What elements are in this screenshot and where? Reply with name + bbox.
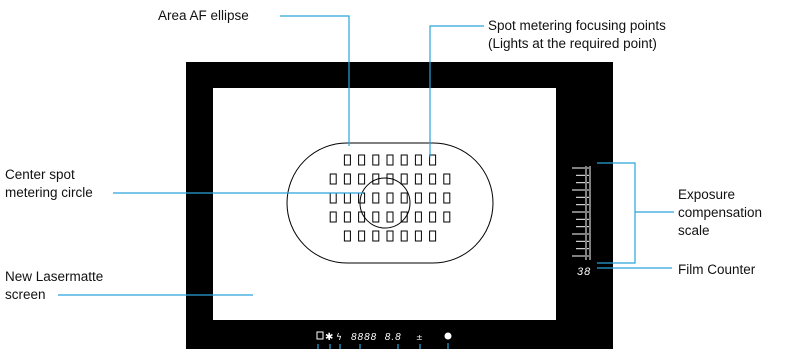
focus-point: [358, 173, 366, 185]
bottom-readout: ✱ ϟ 8888 8.8 ±: [316, 331, 452, 349]
focus-point: [443, 192, 451, 204]
focus-point: [429, 154, 437, 166]
spot-focus-label-line1: Spot metering focusing points: [488, 18, 666, 33]
exposure-plus-minus-icon: ±: [416, 333, 423, 342]
exposure-scale-label: Exposure compensation scale: [678, 186, 762, 240]
leader-lines: [58, 15, 674, 296]
center-spot-label: Center spot metering circle: [5, 166, 93, 202]
focus-point: [400, 192, 408, 204]
focus-point: [329, 173, 337, 185]
lasermatte-screen: [213, 88, 556, 320]
spot-focus-label: Spot metering focusing points (Lights at…: [488, 17, 666, 53]
focus-point: [429, 230, 437, 242]
focus-point: [400, 211, 408, 223]
focus-point: [343, 173, 351, 185]
focus-point: [386, 230, 394, 242]
focus-confirm-dot: [444, 332, 452, 340]
focus-point: [372, 192, 380, 204]
focus-point: [414, 192, 422, 204]
focus-point: [400, 173, 408, 185]
focus-point: [386, 211, 394, 223]
focus-point: [386, 154, 394, 166]
lasermatte-label-line2: screen: [5, 287, 46, 302]
focus-point-grid: [329, 154, 451, 242]
focus-point: [429, 192, 437, 204]
focus-point: [343, 230, 351, 242]
focus-point: [386, 192, 394, 204]
focus-point: [372, 230, 380, 242]
focus-point: [400, 230, 408, 242]
ae-lock-icon: ✱: [325, 332, 333, 343]
center-spot-circle: [359, 177, 411, 229]
exposure-label-line2: compensation: [678, 205, 763, 220]
exposure-label-line1: Exposure: [678, 187, 736, 202]
exposure-scale-bracket: [597, 162, 636, 264]
area-af-ellipse: [286, 142, 494, 264]
flash-icon: ϟ: [336, 333, 342, 343]
focus-point: [372, 211, 380, 223]
flash-ready-icon: [316, 331, 324, 340]
lasermatte-label: New Lasermatte screen: [5, 268, 103, 304]
focus-point: [358, 154, 366, 166]
focus-point: [414, 230, 422, 242]
focus-point: [443, 211, 451, 223]
area-af-ellipse-label: Area AF ellipse: [158, 8, 249, 23]
focus-point: [429, 211, 437, 223]
spot-focus-leader: [429, 25, 484, 157]
lasermatte-label-line1: New Lasermatte: [5, 269, 104, 284]
focus-point: [414, 154, 422, 166]
spot-focus-label-line2: (Lights at the required point): [488, 36, 657, 51]
focus-point: [414, 211, 422, 223]
focus-point: [429, 173, 437, 185]
area-af-leader: [280, 15, 350, 146]
focus-point: [372, 154, 380, 166]
readout-digits: 8888 8.8: [351, 332, 402, 343]
focus-point: [343, 154, 351, 166]
film-counter-digits: 38: [577, 266, 591, 278]
focus-point: [358, 230, 366, 242]
focus-point: [400, 154, 408, 166]
exposure-compensation-scale: [572, 166, 591, 260]
film-counter-label: Film Counter: [678, 262, 756, 277]
focus-point: [329, 211, 337, 223]
focus-point: [443, 173, 451, 185]
center-spot-label-line1: Center spot: [5, 167, 75, 182]
focus-point: [414, 173, 422, 185]
center-spot-label-line2: metering circle: [5, 185, 93, 200]
exposure-label-line3: scale: [678, 223, 710, 238]
focus-point: [343, 211, 351, 223]
